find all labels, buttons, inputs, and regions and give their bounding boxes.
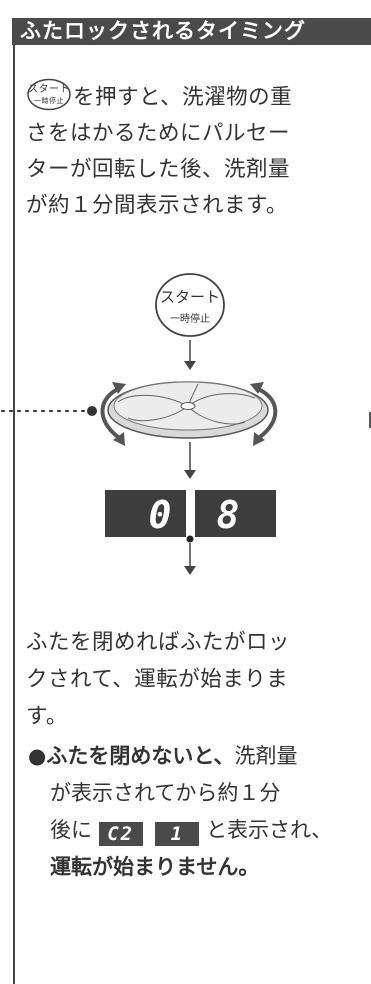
- section-header: ふたロックされるタイミング: [12, 18, 371, 45]
- warning-note: ●ふたを閉めないと、洗剤量 が表示されてから約１分 後に C2 1 と表示され、…: [28, 738, 364, 886]
- outro-line-2: クされて、運転が始まりま: [26, 667, 289, 692]
- intro-line-4: が約１分間表示されます。: [26, 193, 288, 218]
- pause-button-label: 一時停止: [170, 312, 210, 325]
- arrow-down-icon: [184, 442, 196, 479]
- note-line-4: 運転が始まりません。: [50, 855, 260, 879]
- start-pause-icon: スタート 一時停止: [26, 78, 72, 111]
- display-digit-2: 8: [217, 493, 240, 537]
- callout-pointer: [1, 406, 97, 416]
- detergent-amount-display: 0 8: [105, 490, 276, 543]
- start-icon-label: スタート: [28, 83, 70, 95]
- pause-icon-label: 一時停止: [34, 96, 64, 105]
- note-line-1: 洗剤量: [234, 744, 298, 768]
- intro-line-1: を押すと、洗濯物の重: [73, 85, 293, 110]
- pulsator-icon: [107, 381, 269, 439]
- start-pause-button-illustration: スタート 一時停止: [155, 273, 225, 337]
- note-line-3-suffix: と表示され、: [206, 818, 333, 842]
- lock-timing-diagram: スタート 一時停止: [0, 270, 371, 590]
- arrow-down-icon: [184, 543, 196, 575]
- outro-text: ふたを閉めればふたがロッ クされて、運転が始まりま す。: [26, 624, 362, 735]
- outro-line-3: す。: [26, 704, 68, 729]
- display-digit-1: 0: [149, 493, 172, 537]
- rotation-arrow-right-icon: [250, 382, 278, 446]
- note-bold-lead: ふたを閉めないと、: [46, 744, 235, 768]
- note-line-2: が表示されてから約１分: [50, 781, 281, 805]
- intro-line-3: ターが回転した後、洗剤量: [26, 157, 291, 182]
- edge-mark: [369, 412, 371, 428]
- arrow-down-icon: [184, 340, 196, 370]
- error-code-1: 1: [155, 822, 200, 846]
- start-button-label: スタート: [160, 288, 220, 306]
- note-line-3-prefix: 後に: [50, 818, 92, 842]
- intro-text: スタート 一時停止 を押すと、洗濯物の重 さをはかるためにパルセー ターが回転し…: [26, 78, 362, 224]
- outro-line-1: ふたを閉めればふたがロッ: [26, 630, 291, 655]
- left-rule: [13, 45, 15, 984]
- bullet: ●: [28, 744, 47, 768]
- rotation-arrow-left-icon: [100, 382, 126, 446]
- error-code-c2: C2: [98, 822, 143, 846]
- intro-line-2: さをはかるためにパルセー: [26, 121, 291, 146]
